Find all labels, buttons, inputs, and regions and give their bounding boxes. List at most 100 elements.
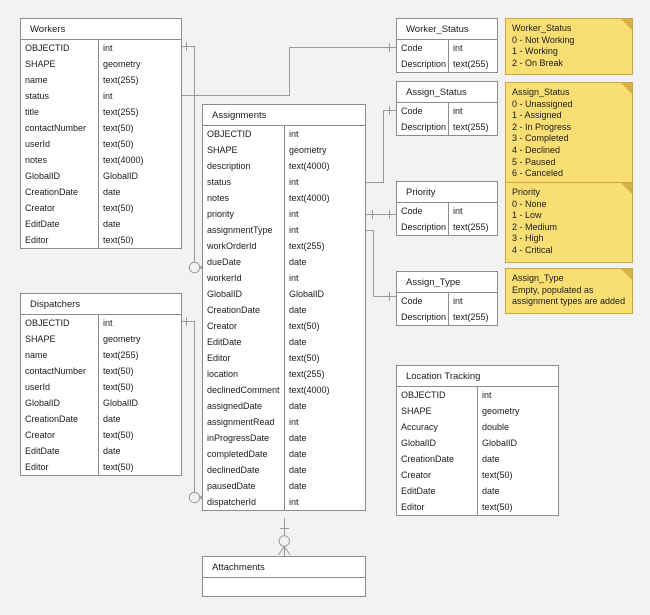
note-line: 0 - Not Working xyxy=(512,34,575,45)
entity-attachments[interactable]: Attachments xyxy=(202,556,366,597)
field-name: notes xyxy=(203,190,285,206)
field-name: notes xyxy=(21,152,99,168)
field-type: text(50) xyxy=(103,235,134,245)
field-name: declinedDate xyxy=(203,462,285,478)
field-type: geometry xyxy=(289,145,327,155)
field-type: date xyxy=(103,219,121,229)
entity-field-row: inProgressDate date xyxy=(203,430,365,446)
field-name: location xyxy=(203,366,285,382)
field-name: assignmentRead xyxy=(203,414,285,430)
field-type: date xyxy=(482,454,500,464)
entity-title-worker-status: Worker_Status xyxy=(397,19,497,40)
connector-tick-workers-one xyxy=(186,42,187,51)
field-name: Code xyxy=(397,103,449,119)
connector-workers-assignments-seg2 xyxy=(194,46,195,268)
field-name: EditDate xyxy=(21,216,99,232)
field-name: declinedComment xyxy=(203,382,285,398)
entity-field-row: SHAPE geometry xyxy=(397,403,558,419)
entity-empty-row xyxy=(203,578,365,596)
connector-tick-assigntype xyxy=(389,292,390,301)
field-type: GlobalID xyxy=(103,171,139,181)
field-name: Editor xyxy=(203,350,285,366)
note-title: Assign_Type xyxy=(512,273,564,283)
field-name: Creator xyxy=(203,318,285,334)
field-type: int xyxy=(453,296,463,306)
connector-priority-seg1 xyxy=(366,214,396,215)
connector-workerstatus-seg2 xyxy=(289,47,290,96)
field-type: GlobalID xyxy=(103,398,139,408)
field-name: contactNumber xyxy=(21,363,99,379)
field-name: title xyxy=(21,104,99,120)
field-type: int xyxy=(289,177,299,187)
note-fold-icon xyxy=(621,183,632,194)
field-type: text(50) xyxy=(482,502,513,512)
field-name: Editor xyxy=(21,459,99,475)
note-line: 5 - Paused xyxy=(512,156,556,167)
crowfoot-attachments xyxy=(274,534,296,560)
field-type: int xyxy=(482,390,492,400)
field-type: GlobalID xyxy=(482,438,518,448)
field-type: int xyxy=(289,497,299,507)
field-name: CreationDate xyxy=(21,184,99,200)
entity-title-dispatchers: Dispatchers xyxy=(21,294,181,315)
field-type: int xyxy=(289,417,299,427)
connector-assigntype-seg1 xyxy=(366,230,374,231)
field-type: date xyxy=(289,433,307,443)
field-type: text(4000) xyxy=(289,193,330,203)
field-name: Editor xyxy=(397,499,478,515)
note-title: Worker_Status xyxy=(512,23,572,33)
field-name: userId xyxy=(21,136,99,152)
field-type: text(255) xyxy=(103,75,139,85)
field-type: text(50) xyxy=(103,430,134,440)
connector-assignstatus-seg2 xyxy=(383,110,384,183)
field-type: date xyxy=(103,414,121,424)
field-type: geometry xyxy=(482,406,520,416)
field-name: inProgressDate xyxy=(203,430,285,446)
field-name: assignmentType xyxy=(203,222,285,238)
field-name: SHAPE xyxy=(397,403,478,419)
connector-dispatchers-seg1 xyxy=(181,321,195,322)
field-type: int xyxy=(289,209,299,219)
field-type: text(50) xyxy=(103,139,134,149)
field-type: text(255) xyxy=(453,312,489,322)
entity-title-assign-type: Assign_Type xyxy=(397,272,497,293)
note-line: 3 - Completed xyxy=(512,133,569,144)
note-line: 4 - Critical xyxy=(512,244,553,255)
